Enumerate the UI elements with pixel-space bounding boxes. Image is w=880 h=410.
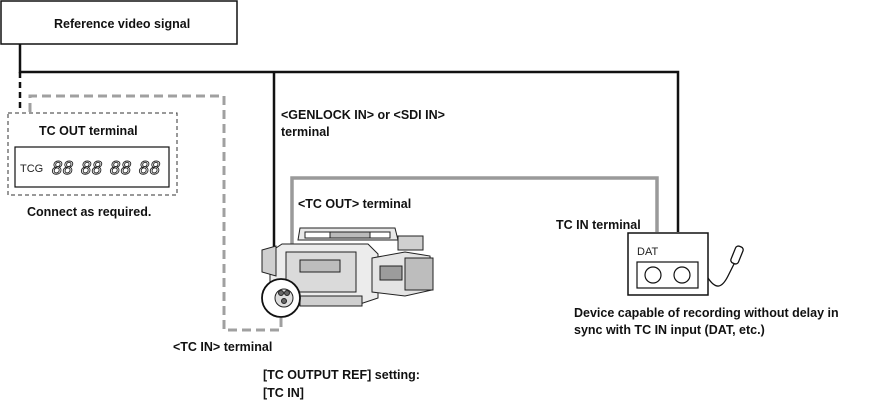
tc-in-label: <TC IN> terminal bbox=[173, 340, 272, 354]
dat-mic-cable bbox=[707, 261, 736, 287]
dat-description-line1: Device capable of recording without dela… bbox=[574, 306, 839, 320]
setting-label: [TC OUTPUT REF] setting: bbox=[263, 368, 420, 382]
tcg-device-label: TCG bbox=[20, 163, 43, 175]
tcg-device bbox=[14, 146, 170, 188]
dat-reel-right bbox=[673, 266, 691, 284]
microphone-icon bbox=[730, 245, 744, 265]
genlock-label-terminal: terminal bbox=[281, 125, 330, 139]
camera-illustration bbox=[261, 227, 434, 318]
tcg-display-digit: 88 bbox=[139, 158, 161, 179]
reference-signal-box: Reference video signal bbox=[0, 0, 238, 45]
genlock-label: <GENLOCK IN> or <SDI IN> bbox=[281, 108, 445, 122]
tcg-group: TC OUT terminal TCG 88 88 88 88 Connect … bbox=[7, 112, 178, 219]
dat-device-label: DAT bbox=[637, 246, 658, 258]
tcg-dashed-frame bbox=[7, 112, 178, 196]
tc-out-label: <TC OUT> terminal bbox=[298, 197, 411, 211]
reference-line-to-dat bbox=[18, 44, 680, 232]
tcg-display-digit: 88 bbox=[110, 158, 132, 179]
tcg-display-digit: 88 bbox=[52, 158, 74, 179]
tcg-title: TC OUT terminal bbox=[39, 124, 138, 138]
dat-description-line2: sync with TC IN input (DAT, etc.) bbox=[574, 323, 765, 337]
dat-recorder: TC IN terminal DAT Device capable of rec… bbox=[556, 218, 839, 337]
tcg-display-digit: 88 bbox=[81, 158, 103, 179]
dat-reel-left bbox=[644, 266, 662, 284]
tc-dashed-line bbox=[28, 94, 283, 332]
setting-value: [TC IN] bbox=[263, 386, 304, 400]
reference-lines bbox=[18, 44, 680, 258]
tc-out-line bbox=[290, 176, 659, 262]
reference-signal-label: Reference video signal bbox=[54, 17, 190, 31]
dat-tc-in-label: TC IN terminal bbox=[556, 218, 641, 232]
tcg-note: Connect as required. bbox=[27, 205, 151, 219]
